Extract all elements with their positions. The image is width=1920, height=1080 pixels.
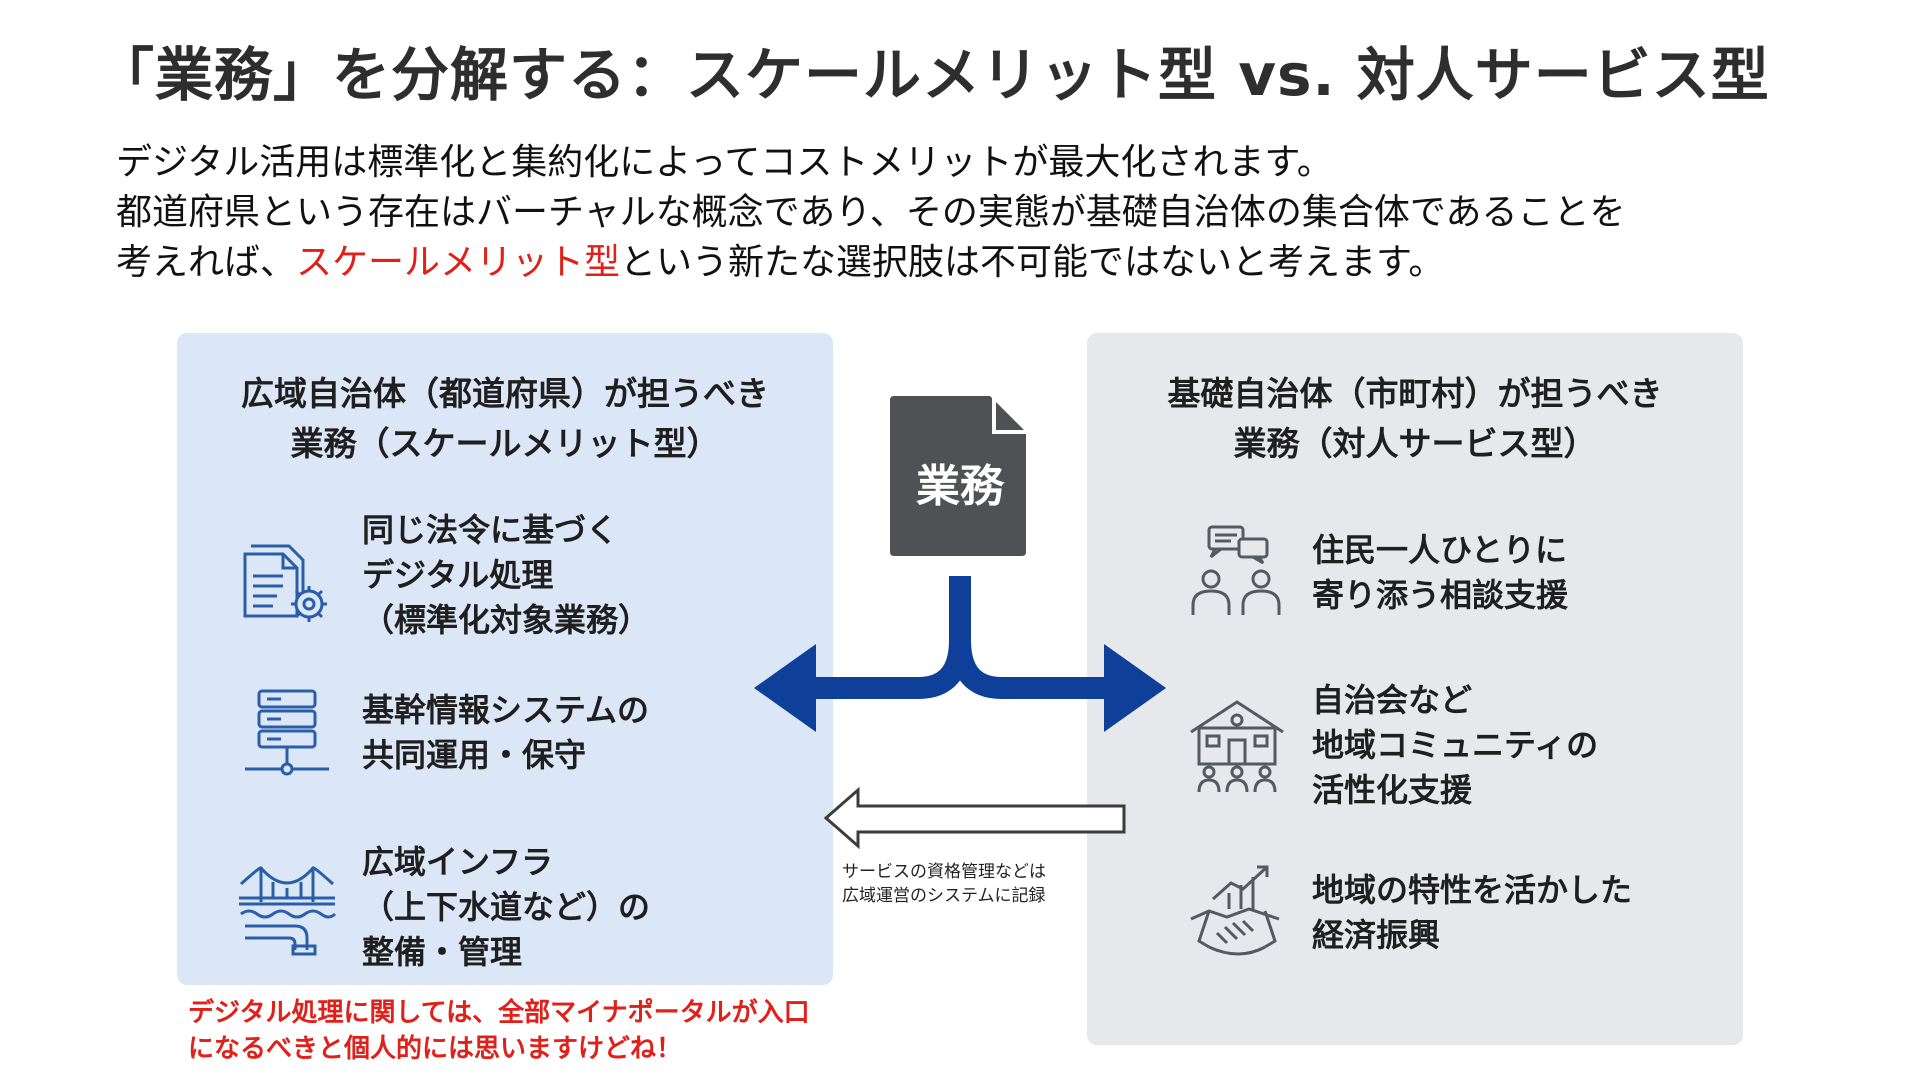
intro-line-3-pre: 考えれば、 xyxy=(116,242,297,283)
left-panel: 広域自治体（都道府県）が担うべき 業務（スケールメリット型） 同じ法令に基づく … xyxy=(177,333,833,985)
community-house-icon xyxy=(1182,691,1292,801)
task-document: 業務 xyxy=(888,392,1032,560)
left-item-3: 広域インフラ （上下水道など）の 整備・管理 xyxy=(232,840,650,975)
right-heading-line-2: 業務（対人サービス型） xyxy=(1233,424,1597,463)
intro-highlight: スケールメリット型 xyxy=(296,242,621,283)
intro-line-2: 都道府県という存在はバーチャルな概念であり、その実態が基礎自治体の集合体であるこ… xyxy=(116,192,1626,233)
document-icon xyxy=(890,394,1030,556)
right-item-2-label: 自治会など 地域コミュニティの 活性化支援 xyxy=(1312,681,1599,809)
left-heading-line-1: 広域自治体（都道府県）が担うべき xyxy=(241,374,769,413)
right-item-1: 住民一人ひとりに 寄り添う相談支援 xyxy=(1182,518,1568,628)
bottom-note-line-1: デジタル処理に関しては、全部マイナポータルが入口 xyxy=(188,998,810,1028)
left-item-3-label: 広域インフラ （上下水道など）の 整備・管理 xyxy=(362,843,651,971)
right-item-3: 地域の特性を活かした 経済振興 xyxy=(1182,858,1632,968)
right-arrowhead xyxy=(1104,644,1166,732)
bottom-note: デジタル処理に関しては、全部マイナポータルが入口 になるべきと個人的には思います… xyxy=(188,995,810,1067)
server-icon xyxy=(232,678,342,788)
left-item-1-label: 同じ法令に基づく デジタル処理 （標準化対象業務） xyxy=(362,511,651,639)
bridge-pipe-icon xyxy=(232,853,342,963)
right-item-1-label: 住民一人ひとりに 寄り添う相談支援 xyxy=(1312,531,1569,614)
record-arrow xyxy=(823,786,1126,850)
center-note-line-2: 広域運営のシステムに記録 xyxy=(842,886,1046,906)
right-panel-heading: 基礎自治体（市町村）が担うべき 業務（対人サービス型） xyxy=(1087,369,1743,469)
intro-line-3: 考えれば、スケールメリット型という新たな選択肢は不可能ではないと考えます。 xyxy=(116,238,1625,288)
consultation-icon xyxy=(1182,518,1292,628)
split-arrow xyxy=(754,576,1166,850)
right-item-3-label: 地域の特性を活かした 経済振興 xyxy=(1312,871,1633,954)
center-note: サービスの資格管理などは 広域運営のシステムに記録 xyxy=(842,860,1046,908)
intro-line-1: デジタル活用は標準化と集約化によってコストメリットが最大化されます。 xyxy=(116,142,1333,183)
right-item-2: 自治会など 地域コミュニティの 活性化支援 xyxy=(1182,678,1598,813)
right-panel: 基礎自治体（市町村）が担うべき 業務（対人サービス型） 住民一人ひとりに 寄り添… xyxy=(1087,333,1743,1045)
left-item-1: 同じ法令に基づく デジタル処理 （標準化対象業務） xyxy=(232,508,650,643)
left-arrowhead xyxy=(754,644,816,732)
left-item-2: 基幹情報システムの 共同運用・保守 xyxy=(232,678,649,788)
left-heading-line-2: 業務（スケールメリット型） xyxy=(290,424,720,463)
left-item-2-label: 基幹情報システムの 共同運用・保守 xyxy=(362,691,650,774)
document-label: 業務 xyxy=(916,461,1004,512)
bottom-note-line-2: になるべきと個人的には思いますけどね！ xyxy=(188,1034,683,1064)
center-note-line-1: サービスの資格管理などは xyxy=(842,862,1046,882)
document-gear-icon xyxy=(232,521,342,631)
page-title: 「業務」を分解する：スケールメリット型 vs. 対人サービス型 xyxy=(96,41,1770,109)
intro-text: デジタル活用は標準化と集約化によってコストメリットが最大化されます。 都道府県と… xyxy=(116,138,1625,288)
right-heading-line-1: 基礎自治体（市町村）が担うべき xyxy=(1167,374,1663,413)
left-panel-heading: 広域自治体（都道府県）が担うべき 業務（スケールメリット型） xyxy=(177,369,833,469)
handshake-growth-icon xyxy=(1182,858,1292,968)
intro-line-3-post: という新たな選択肢は不可能ではないと考えます。 xyxy=(620,242,1445,283)
